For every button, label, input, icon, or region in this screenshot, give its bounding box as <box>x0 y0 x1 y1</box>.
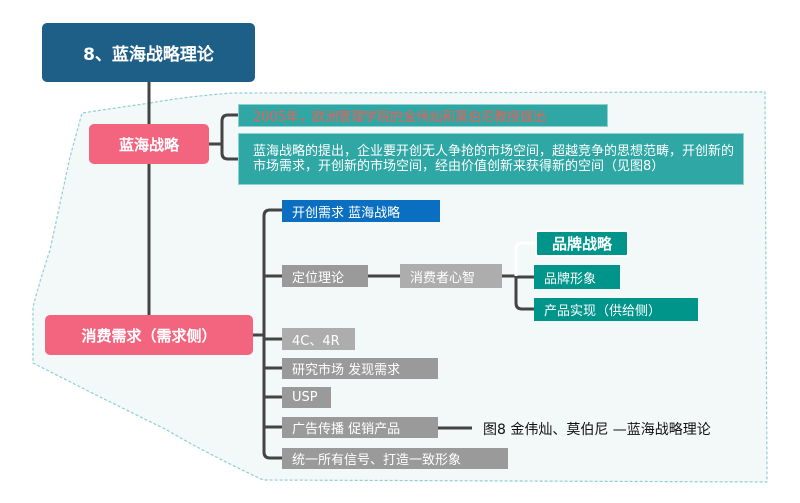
node-definition[interactable]: 蓝海战略的提出，企业要开创无人争抢的市场空间，超越竞争的思想范畴，开创新的市场需… <box>238 133 744 185</box>
node-brand-strategy[interactable]: 品牌战略 <box>535 230 629 257</box>
connector-blue-ocean <box>209 113 238 161</box>
node-label: 4C、4R <box>292 333 340 349</box>
root-label: 8、蓝海战略理论 <box>83 45 214 65</box>
node-label: 开创需求 蓝海战略 <box>292 205 401 221</box>
node-label: 2005年，欧洲管理学院的金伟灿和莫伯尼教授提出 <box>253 110 547 125</box>
node-positioning[interactable]: 定位理论 <box>282 265 368 287</box>
node-label: 统一所有信号、打造一致形象 <box>292 453 462 468</box>
node-label: USP <box>292 390 318 405</box>
node-label: 蓝海战略的提出，企业要开创无人争抢的市场空间，超越竞争的思想范畴，开创新的市场需… <box>253 144 735 174</box>
node-advertising[interactable]: 广告传播 促销产品 <box>282 417 438 438</box>
node-label: 品牌战略 <box>551 235 612 253</box>
node-brand-image[interactable]: 品牌形象 <box>534 265 620 289</box>
node-usp[interactable]: USP <box>282 387 331 408</box>
node-label: 品牌形象 <box>544 271 597 287</box>
node-product-realization[interactable]: 产品实现（供给侧） <box>534 298 698 321</box>
node-research-market[interactable]: 研究市场 发现需求 <box>282 358 438 379</box>
node-label: 研究市场 发现需求 <box>292 363 401 378</box>
node-label: 定位理论 <box>292 270 345 286</box>
node-unify-signals[interactable]: 统一所有信号、打造一致形象 <box>282 448 508 469</box>
node-consumer-mind[interactable]: 消费者心智 <box>400 264 502 288</box>
node-label: 消费者心智 <box>410 270 476 286</box>
node-label: 消费需求（需求侧） <box>81 326 217 345</box>
node-label: 广告传播 促销产品 <box>292 422 401 437</box>
node-label: 产品实现（供给侧） <box>544 304 662 319</box>
figure-caption: 图8 金伟灿、莫伯尼 —蓝海战略理论 <box>483 422 711 438</box>
node-create-demand[interactable]: 开创需求 蓝海战略 <box>282 200 440 222</box>
node-blue-ocean-strategy[interactable]: 蓝海战略 <box>89 124 209 164</box>
connector-mind-brand-strategy <box>514 241 535 276</box>
node-origin[interactable]: 2005年，欧洲管理学院的金伟灿和莫伯尼教授提出 <box>238 104 608 127</box>
root-node[interactable]: 8、蓝海战略理论 <box>42 23 255 82</box>
node-4c-4r[interactable]: 4C、4R <box>282 328 355 350</box>
node-label: 蓝海战略 <box>118 135 179 154</box>
connector-mind-children <box>502 274 534 311</box>
connector-demand <box>253 208 282 460</box>
node-consumer-demand[interactable]: 消费需求（需求侧） <box>45 315 253 355</box>
